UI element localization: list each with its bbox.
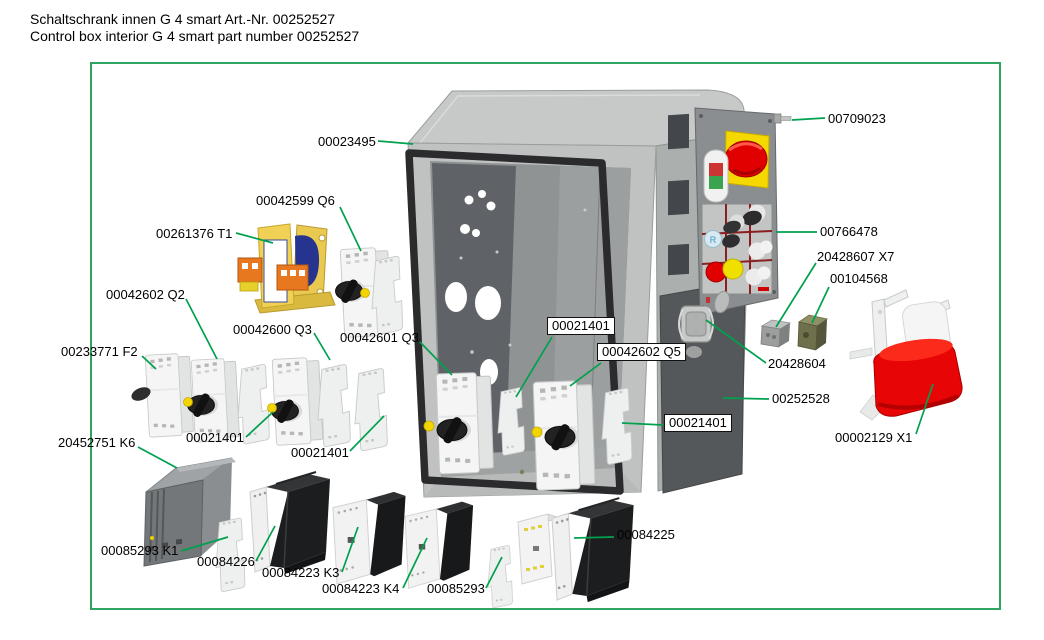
part-label-00021401-3: 00021401 [664, 414, 732, 432]
leader-line-00002129-x1 [915, 383, 934, 435]
part-label-00042602-q5: 00042602 Q5 [597, 343, 686, 361]
leader-line-00042601-q3 [419, 341, 453, 376]
part-label-00084226: 00084226 [197, 554, 255, 569]
diagram-border [90, 62, 1001, 610]
part-label-00021401-4: 00021401 [291, 445, 349, 460]
part-label-00042600-q3: 00042600 Q3 [233, 322, 312, 337]
leader-line-20428604 [705, 319, 767, 364]
leader-line-20452751-k6 [137, 446, 178, 469]
part-label-00233771-f2: 00233771 F2 [61, 344, 138, 359]
connector-20428604 [678, 290, 730, 358]
leader-line-00261376-t1 [235, 232, 274, 244]
control-panel: R [694, 107, 779, 316]
leader-line-00085293-k1 [180, 536, 229, 552]
contactor-00084225 [550, 497, 635, 604]
leader-line-00084225 [573, 536, 615, 539]
part-label-00084223-k3: 00084223 K3 [262, 565, 340, 580]
transformer-terminals [237, 257, 309, 292]
switch-q2 [183, 357, 241, 443]
door-gasket-seal [405, 149, 624, 495]
spacer-q3-b [354, 368, 388, 452]
part-label-00021401-2: 00021401 [186, 430, 244, 445]
part-label-00084225: 00084225 [617, 527, 675, 542]
part-label-00766478: 00766478 [820, 224, 878, 239]
part-label-00084223-k4: 00084223 K4 [322, 581, 400, 596]
leader-line-00021401-4 [349, 415, 385, 452]
contactor-00084226 [249, 471, 331, 575]
leader-line-00042602-q5 [569, 362, 602, 387]
connector-x7 [760, 319, 792, 348]
mounting-plate-holes [445, 190, 501, 385]
hinge-cutouts [668, 113, 689, 276]
part-label-00042602-q2: 00042602 Q2 [106, 287, 185, 302]
leader-line-00084223-k3 [341, 526, 359, 573]
contactor-k4 [404, 501, 474, 589]
leader-line-00042600-q3 [313, 332, 331, 361]
emergency-stop [724, 130, 770, 189]
transformer-t1 [237, 223, 336, 314]
leader-lines [137, 117, 934, 589]
reset-button [704, 230, 722, 248]
leader-line-00021401-2 [245, 411, 274, 438]
leader-line-20428607-x7 [775, 262, 817, 328]
page-title: Schaltschrank innen G 4 smart Art.-Nr. 0… [30, 11, 359, 45]
part-label-20428604: 20428604 [768, 356, 826, 371]
leader-line-00233771-f2 [141, 355, 157, 370]
panel-screw [773, 113, 792, 124]
leader-line-00252528 [722, 397, 770, 400]
title-line-en: Control box interior G 4 smart part numb… [30, 28, 360, 44]
part-label-00104568: 00104568 [830, 271, 888, 286]
switch-q6 [335, 246, 404, 338]
part-label-00709023: 00709023 [828, 111, 886, 126]
cabinet-top-face [406, 89, 745, 147]
button-grid: R [701, 203, 773, 304]
cee-socket-x1 [849, 289, 963, 421]
leader-line-00021401-3 [621, 422, 664, 426]
leader-line-00084223-k4 [402, 537, 428, 589]
part-label-00252528: 00252528 [772, 391, 830, 406]
leader-line-00042599-q6 [339, 206, 362, 252]
switch-q3-inside [423, 371, 495, 475]
part-label-20428607-x7: 20428607 X7 [817, 249, 895, 264]
part-label-00042599-q6: 00042599 Q6 [256, 193, 335, 208]
relay-k6 [143, 457, 236, 567]
part-label-00002129-x1: 00002129 X1 [835, 430, 913, 445]
part-label-00021401: 00021401 [547, 317, 615, 335]
leader-line-00021401 [515, 336, 553, 398]
part-label-00085293: 00085293 [427, 581, 485, 596]
svg-text:R: R [710, 235, 717, 245]
part-label-00042601-q3: 00042601 Q3 [340, 330, 419, 345]
pilot-light [703, 149, 729, 203]
part-label-20452751-k6: 20452751 K6 [58, 435, 136, 450]
leader-line-00709023 [791, 117, 826, 121]
title-line-de: Schaltschrank innen G 4 smart Art.-Nr. 0… [30, 11, 336, 27]
contactor-k3 [332, 491, 407, 585]
leader-line-00084226 [255, 525, 276, 562]
switch-f2 [131, 352, 195, 438]
part-label-00261376-t1: 00261376 T1 [156, 226, 233, 241]
contactor-00085293 [516, 513, 562, 585]
brand-logo [758, 287, 769, 291]
part-label-00085293-k1: 00085293 K1 [101, 543, 179, 558]
leader-line-00085293 [485, 556, 503, 589]
switch-q3-board [267, 356, 324, 446]
leader-line-00042602-q2 [185, 298, 218, 360]
part-label-00023495: 00023495 [318, 134, 376, 149]
switch-q5-inside [531, 379, 596, 491]
leader-line-00104568 [811, 286, 830, 324]
leader-line-00023495 [377, 140, 414, 145]
